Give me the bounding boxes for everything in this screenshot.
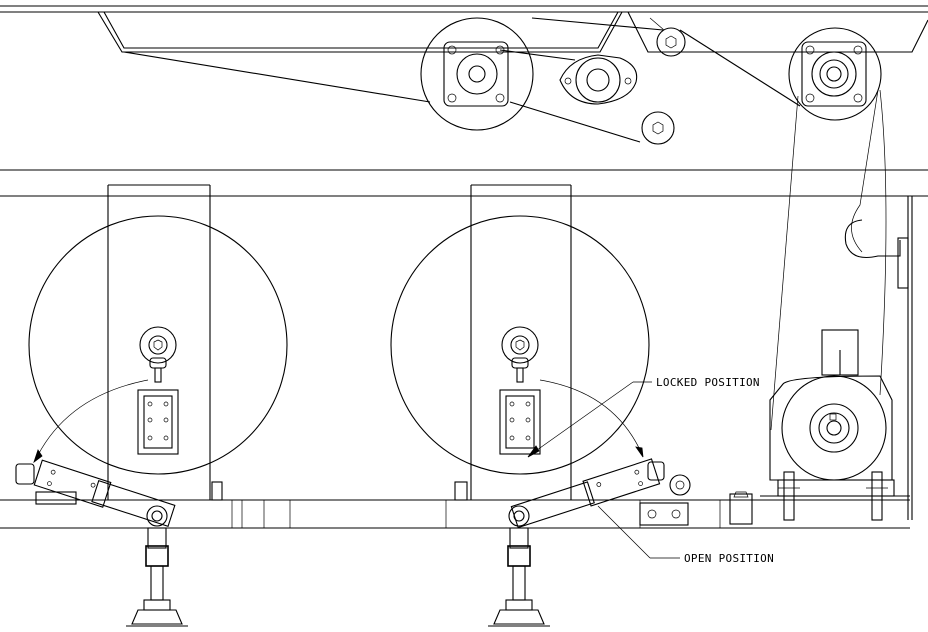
unwind-station-center <box>390 17 691 529</box>
frame-beams <box>0 169 928 520</box>
locked-position-label: LOCKED POSITION <box>656 376 760 389</box>
callout-open-position: OPEN POSITION <box>597 505 774 565</box>
unwind-station-left <box>15 184 288 528</box>
web-path <box>123 51 887 431</box>
upper-roller-left <box>420 17 534 131</box>
callout-locked-position: LOCKED POSITION <box>527 376 760 458</box>
top-frame <box>0 5 928 53</box>
open-position-label: OPEN POSITION <box>684 552 774 565</box>
base-rail <box>0 499 910 529</box>
right-assembly <box>729 219 910 525</box>
idler-pulley-center <box>499 17 686 145</box>
leveling-foot-center <box>488 505 550 627</box>
upper-roller-right <box>679 27 882 121</box>
leveling-foot-left <box>126 505 188 627</box>
